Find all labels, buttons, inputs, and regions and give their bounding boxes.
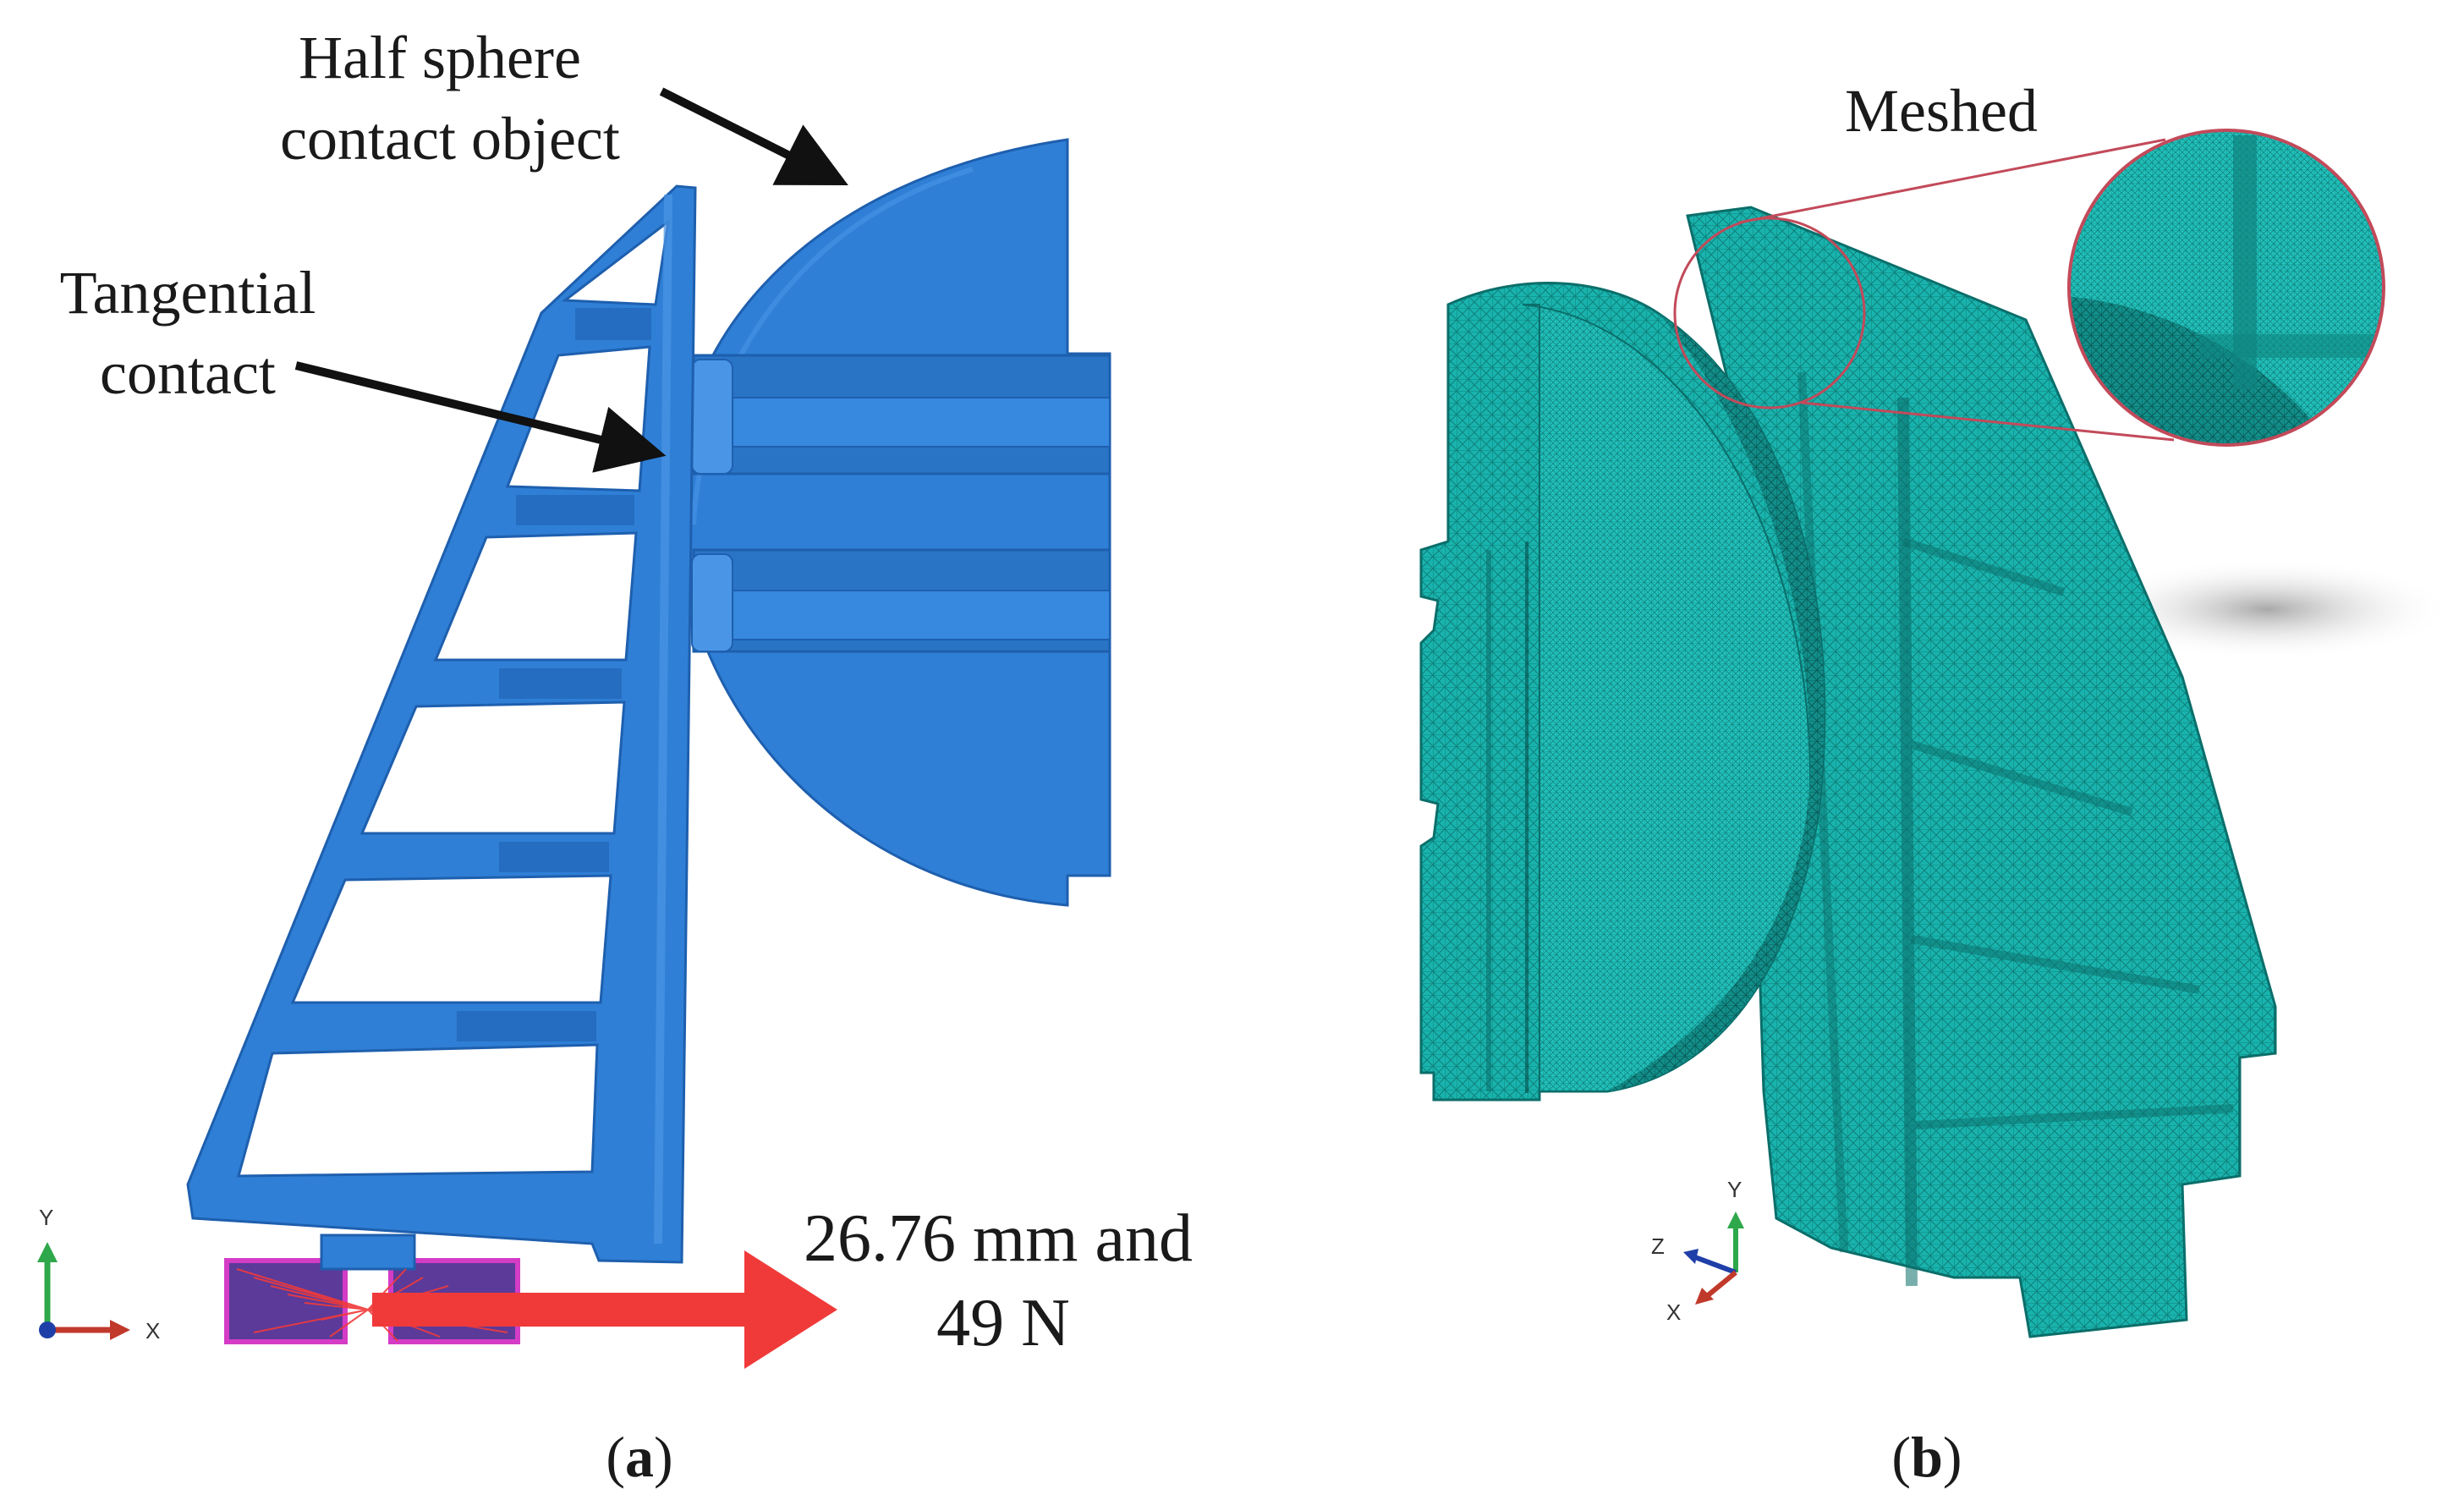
panel-a: Half sphere contact object Tangential co…	[37, 24, 1193, 1489]
triad-b-y-label: Y	[1727, 1177, 1742, 1202]
caption-b-open: (	[1891, 1425, 1911, 1489]
crossbar-shading	[457, 308, 651, 1041]
meshed-half-sphere	[1419, 282, 1826, 1102]
triad-b-x-label: X	[1666, 1299, 1681, 1325]
load-label-line1: 26.76 mm and	[804, 1201, 1193, 1276]
half-sphere-label-line2: contact object	[280, 105, 620, 173]
tangential-label-line2: contact	[100, 339, 276, 407]
tangential-label-line1: Tangential	[60, 259, 316, 327]
caption-a: (a)	[606, 1425, 672, 1489]
coordinate-triad-b: Y Z X	[1651, 1177, 1744, 1325]
caption-a-open: (	[606, 1425, 625, 1489]
load-label-line2: 49 N	[936, 1286, 1070, 1360]
coordinate-triad-a: Y X	[37, 1205, 160, 1343]
mesh-zoom-callout	[1673, 129, 2385, 447]
half-sphere-label-line1: Half sphere	[299, 24, 581, 91]
caption-a-letter: a	[625, 1425, 654, 1489]
caption-b-letter: b	[1911, 1425, 1943, 1489]
triad-a-y-label: Y	[39, 1205, 53, 1230]
caption-b: (b)	[1891, 1425, 1962, 1489]
shadow	[2081, 558, 2453, 660]
meshed-fin-ray	[1686, 206, 2277, 1338]
encastre-constraint	[224, 1234, 520, 1344]
caption-b-close: )	[1943, 1425, 1962, 1489]
contact-edge	[654, 194, 672, 1245]
half-sphere-pointer-arrow	[659, 87, 848, 185]
half-sphere-contact-object	[674, 138, 1111, 907]
meshed-label: Meshed	[1845, 77, 2038, 145]
tangential-contact-pointer-arrow	[294, 361, 667, 473]
panel-b: Meshed Y Z X (b)	[1419, 77, 2453, 1489]
caption-a-close: )	[654, 1425, 673, 1489]
load-arrow	[372, 1250, 837, 1369]
triad-b-z-label: Z	[1651, 1234, 1665, 1259]
fin-ray-openings	[237, 218, 671, 1178]
triad-a-x-label: X	[145, 1318, 160, 1343]
